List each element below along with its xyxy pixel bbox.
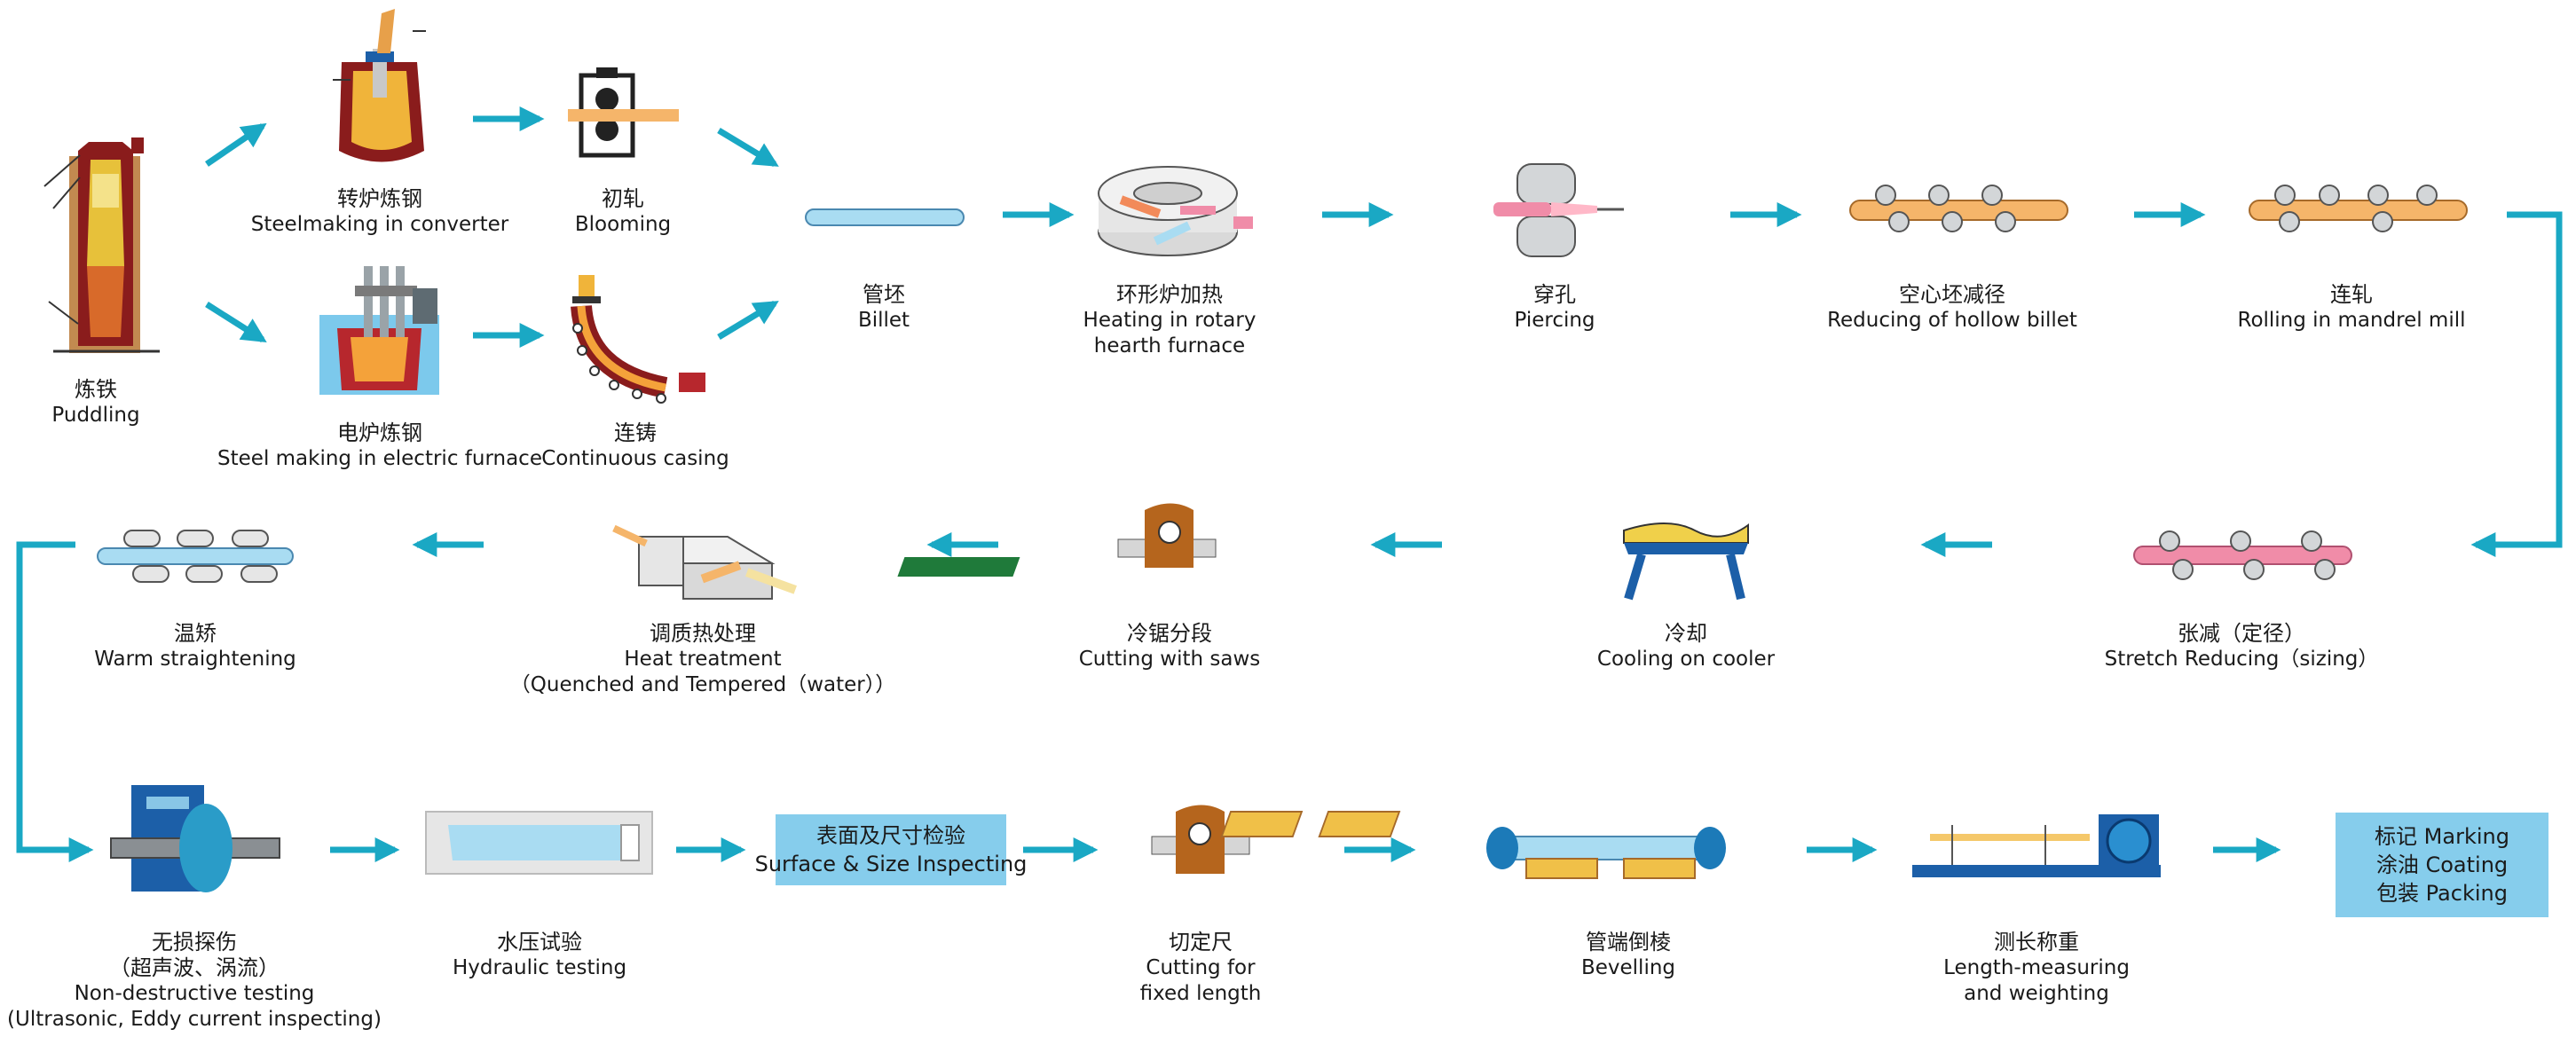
electric-furnace-icon bbox=[319, 266, 439, 395]
scale-icon bbox=[1912, 814, 2161, 877]
inspect-box: 表面及尺寸检验 Surface & Size Inspecting bbox=[755, 814, 1027, 885]
converter-icon bbox=[333, 9, 426, 162]
arrow-puddling-converter bbox=[205, 122, 267, 167]
label-casting: 连铸 Continuous casing bbox=[541, 420, 729, 470]
straightener-icon bbox=[97, 530, 294, 583]
label-heating: 环形炉加热 Heating in rotary hearth furnace bbox=[1083, 282, 1256, 357]
label-cut-fixed: 切定尺 Cutting for fixed length bbox=[1139, 930, 1262, 1005]
final-box: 标记 Marking 涂油 Coating 包装 Packing bbox=[2336, 813, 2548, 917]
saw-icon bbox=[897, 503, 1217, 577]
arrow-straighten-ndt bbox=[16, 541, 94, 862]
label-heat-treat: 调质热处理 Heat treatment （Quenched and Tempe… bbox=[509, 621, 896, 696]
label-reducing: 空心坯减径 Reducing of hollow billet bbox=[1827, 282, 2077, 332]
heat-treatment-icon bbox=[612, 524, 797, 600]
beveller-icon bbox=[1220, 811, 1726, 879]
arrow-casting-billet bbox=[717, 301, 779, 340]
label-bevel: 管端倒棱 Bevelling bbox=[1580, 930, 1676, 979]
label-measure: 测长称重 Length-measuring and weighting bbox=[1943, 930, 2130, 1005]
label-mandrel: 连轧 Rolling in mandrel mill bbox=[2237, 282, 2466, 332]
label-stretch: 张减（定径） Stretch Reducing（sizing） bbox=[2104, 621, 2379, 671]
ndt-machine-icon bbox=[110, 785, 280, 892]
rotary-furnace-icon bbox=[1098, 166, 1253, 256]
label-straighten: 温矫 Warm straightening bbox=[94, 621, 296, 671]
arrow-mandrel-stretch bbox=[2470, 211, 2563, 557]
label-piercing: 穿孔 Piercing bbox=[1514, 282, 1595, 332]
hydraulic-tester-icon bbox=[425, 811, 653, 875]
label-cooling: 冷却 Cooling on cooler bbox=[1596, 621, 1776, 671]
mandrel-mill-icon bbox=[2249, 185, 2468, 232]
billet-icon bbox=[805, 208, 965, 226]
arrow-blooming-billet bbox=[717, 128, 779, 167]
stretch-reducer-icon bbox=[2133, 530, 2352, 580]
blooming-mill-icon bbox=[568, 67, 679, 158]
arrow-puddling-electric bbox=[205, 302, 267, 343]
label-converter: 转炉炼钢 Steelmaking in converter bbox=[250, 186, 509, 236]
reducing-mill-icon bbox=[1849, 185, 2068, 232]
label-hydraulic: 水压试验 Hydraulic testing bbox=[452, 930, 627, 979]
piercing-mill-icon bbox=[1493, 163, 1624, 257]
label-billet: 管坯 Billet bbox=[857, 282, 910, 332]
label-blooming: 初轧 Blooming bbox=[574, 186, 672, 236]
blast-furnace-icon bbox=[43, 137, 160, 353]
cooler-icon bbox=[1623, 522, 1749, 601]
label-saws: 冷锯分段 Cutting with saws bbox=[1078, 621, 1261, 671]
label-electric: 电炉炼钢 Steel making in electric furnace bbox=[217, 420, 542, 470]
label-ndt: 无损探伤 （超声波、涡流） Non-destructive testing (U… bbox=[7, 930, 382, 1031]
label-puddling: 炼铁 Puddling bbox=[51, 377, 140, 427]
continuous-caster-icon bbox=[571, 275, 705, 404]
